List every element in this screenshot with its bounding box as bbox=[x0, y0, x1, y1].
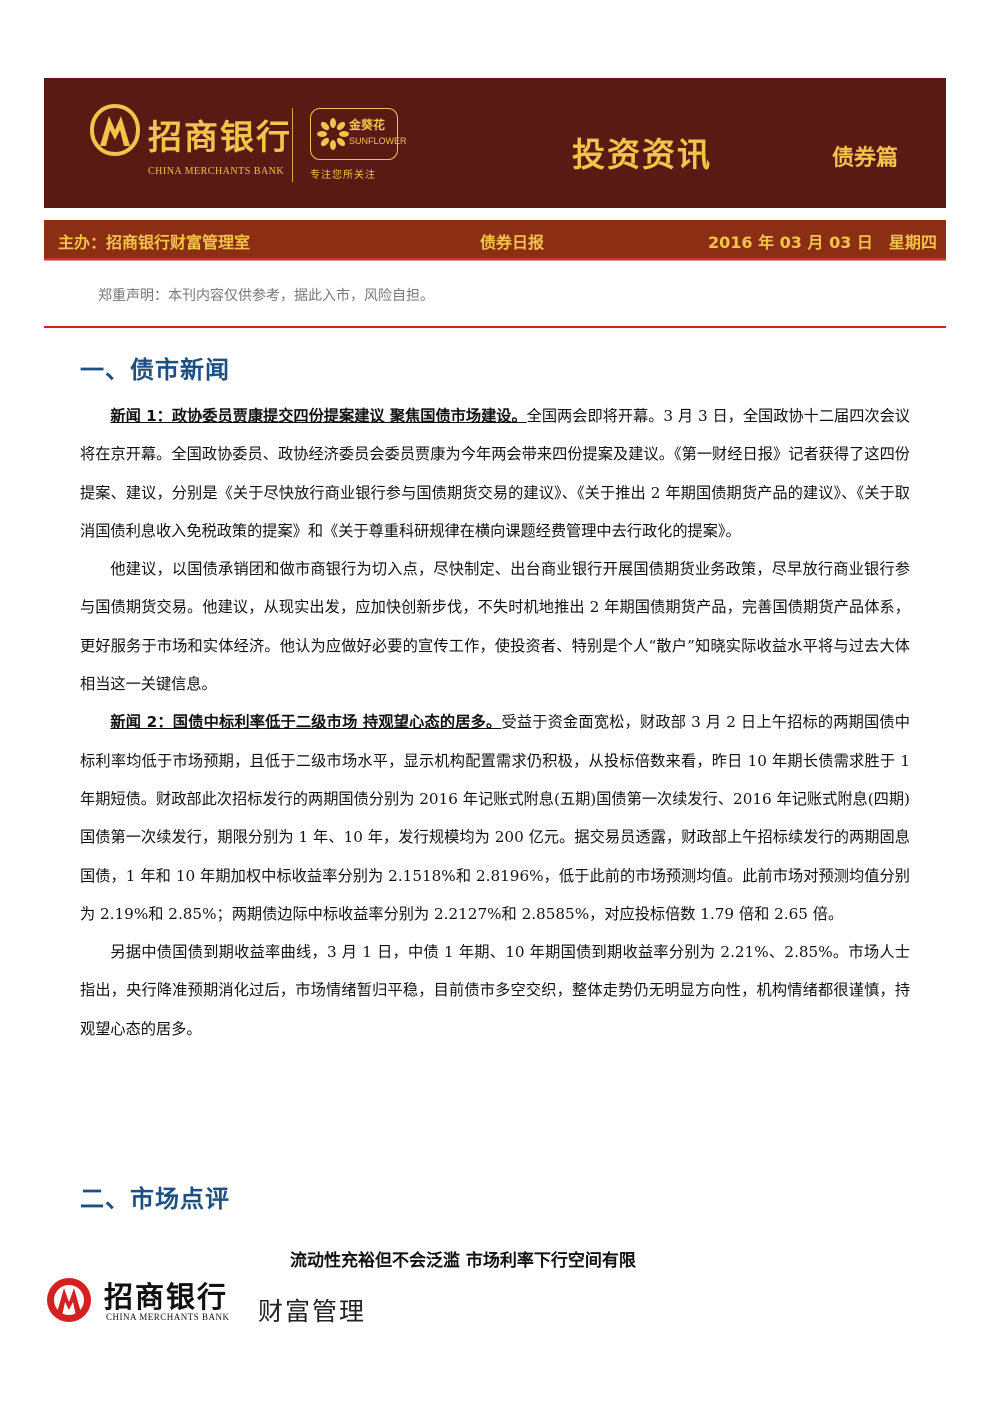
info-bar-divider bbox=[44, 260, 946, 261]
news-2-body: 受益于资金面宽松，财政部 3 月 2 日上午招标的两期国债中标利率均低于市场预期… bbox=[80, 713, 910, 923]
section-heading-market-review: 二、市场点评 bbox=[80, 1185, 230, 1213]
brand-name-en: CHINA MERCHANTS BANK bbox=[148, 166, 285, 177]
logo-divider bbox=[292, 108, 293, 182]
header-banner: 招商银行 CHINA MERCHANTS BANK 金葵花 SUNFLOWER … bbox=[44, 78, 946, 208]
sunflower-name-cn: 金葵花 bbox=[349, 118, 386, 132]
sunflower-name-en: SUNFLOWER bbox=[349, 136, 407, 146]
header-rule bbox=[44, 326, 946, 328]
news-1-headline: 新闻 1：政协委员贾康提交四份提案建议 聚焦国债市场建设。 bbox=[110, 407, 527, 425]
sunflower-slogan: 专注您所关注 bbox=[310, 170, 376, 181]
page-subtitle: 债券篇 bbox=[832, 146, 899, 171]
section-heading-bond-news: 一、债市新闻 bbox=[80, 356, 230, 384]
footer-brand-name-cn: 招商银行 bbox=[104, 1280, 229, 1314]
news-paragraph-1: 新闻 1：政协委员贾康提交四份提案建议 聚焦国债市场建设。全国两会即将开幕。3 … bbox=[80, 397, 910, 550]
info-bar: 主办：招商银行财富管理室 债券日报 2016 年 03 月 03 日 星期四 bbox=[44, 220, 946, 260]
host-label: 主办：招商银行财富管理室 bbox=[58, 233, 251, 252]
disclaimer: 郑重声明：本刊内容仅供参考，据此入市，风险自担。 bbox=[98, 288, 434, 304]
news-1-body: 全国两会即将开幕。3 月 3 日，全国政协十二届四次会议将在京开幕。全国政协委员… bbox=[80, 407, 910, 540]
footer-cmb-logo-icon bbox=[47, 1278, 91, 1322]
news-paragraph-2: 他建议，以国债承销团和做市商银行为切入点，尽快制定、出台商业银行开展国债期货业务… bbox=[80, 560, 910, 694]
sunflower-icon bbox=[317, 118, 349, 150]
news-paragraph-3: 新闻 2：国债中标利率低于二级市场 持观望心态的居多。受益于资金面宽松，财政部 … bbox=[80, 703, 910, 933]
news-2-headline: 新闻 2：国债中标利率低于二级市场 持观望心态的居多。 bbox=[110, 713, 502, 732]
brand-name-cn: 招商银行 bbox=[148, 118, 292, 158]
section-bond-news-body: 新闻 1：政协委员贾康提交四份提案建议 聚焦国债市场建设。全国两会即将开幕。3 … bbox=[80, 397, 910, 1048]
report-date: 2016 年 03 月 03 日 星期四 bbox=[708, 233, 937, 252]
footer-wealth-management: 财富管理 bbox=[258, 1297, 367, 1326]
news-paragraph-4: 另据中债国债到期收益率曲线，3 月 1 日，中债 1 年期、10 年期国债到期收… bbox=[80, 943, 910, 1038]
footer-brand-name-en: CHINA MERCHANTS BANK bbox=[106, 1312, 230, 1322]
page-title: 投资资讯 bbox=[572, 135, 712, 174]
sunflower-badge: 金葵花 SUNFLOWER bbox=[310, 108, 407, 160]
report-type: 债券日报 bbox=[480, 233, 545, 252]
market-review-title: 流动性充裕但不会泛滥 市场利率下行空间有限 bbox=[290, 1251, 636, 1271]
cmb-logo-icon bbox=[90, 104, 140, 156]
